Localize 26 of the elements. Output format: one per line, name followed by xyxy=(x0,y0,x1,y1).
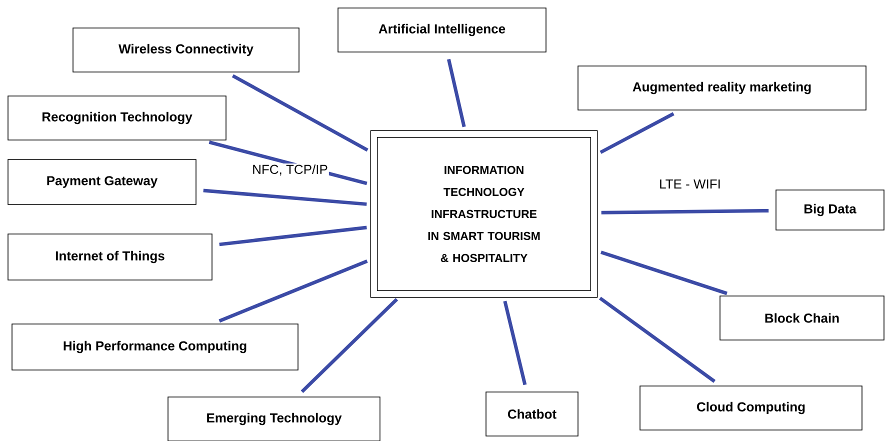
connector-line xyxy=(300,298,398,393)
topic-box: Payment Gateway xyxy=(8,159,196,205)
connector-line xyxy=(203,188,367,206)
connector-line xyxy=(218,260,368,323)
topic-box: Wireless Connectivity xyxy=(72,28,300,72)
connector-line xyxy=(232,74,368,152)
connector-line xyxy=(600,250,728,296)
topic-box: Emerging Technology xyxy=(168,396,380,441)
edge-label: NFC, TCP/IP xyxy=(251,163,329,177)
topic-box: High Performance Computing xyxy=(12,324,298,370)
connector-line xyxy=(601,208,769,214)
connector-line xyxy=(600,112,674,154)
center-box: INFORMATION TECHNOLOGY INFRASTRUCTURE IN SMART TOURISM & HOSPITALITY xyxy=(370,130,598,298)
topic-box: Block Chain xyxy=(720,296,884,340)
topic-box: Recognition Technology xyxy=(8,96,226,140)
topic-box: Cloud Computing xyxy=(640,386,862,430)
topic-box: Chatbot xyxy=(486,392,578,436)
connector-line xyxy=(503,300,527,386)
topic-box: Big Data xyxy=(776,190,884,230)
topic-box: Internet of Things xyxy=(8,234,212,280)
edge-label: LTE - WIFI xyxy=(658,178,722,190)
topic-box: Augmented reality marketing xyxy=(578,66,866,110)
topic-box: Artificial Intelligence xyxy=(338,8,546,52)
connector-line xyxy=(446,58,466,128)
connector-line xyxy=(219,226,367,246)
connector-line xyxy=(598,296,716,383)
